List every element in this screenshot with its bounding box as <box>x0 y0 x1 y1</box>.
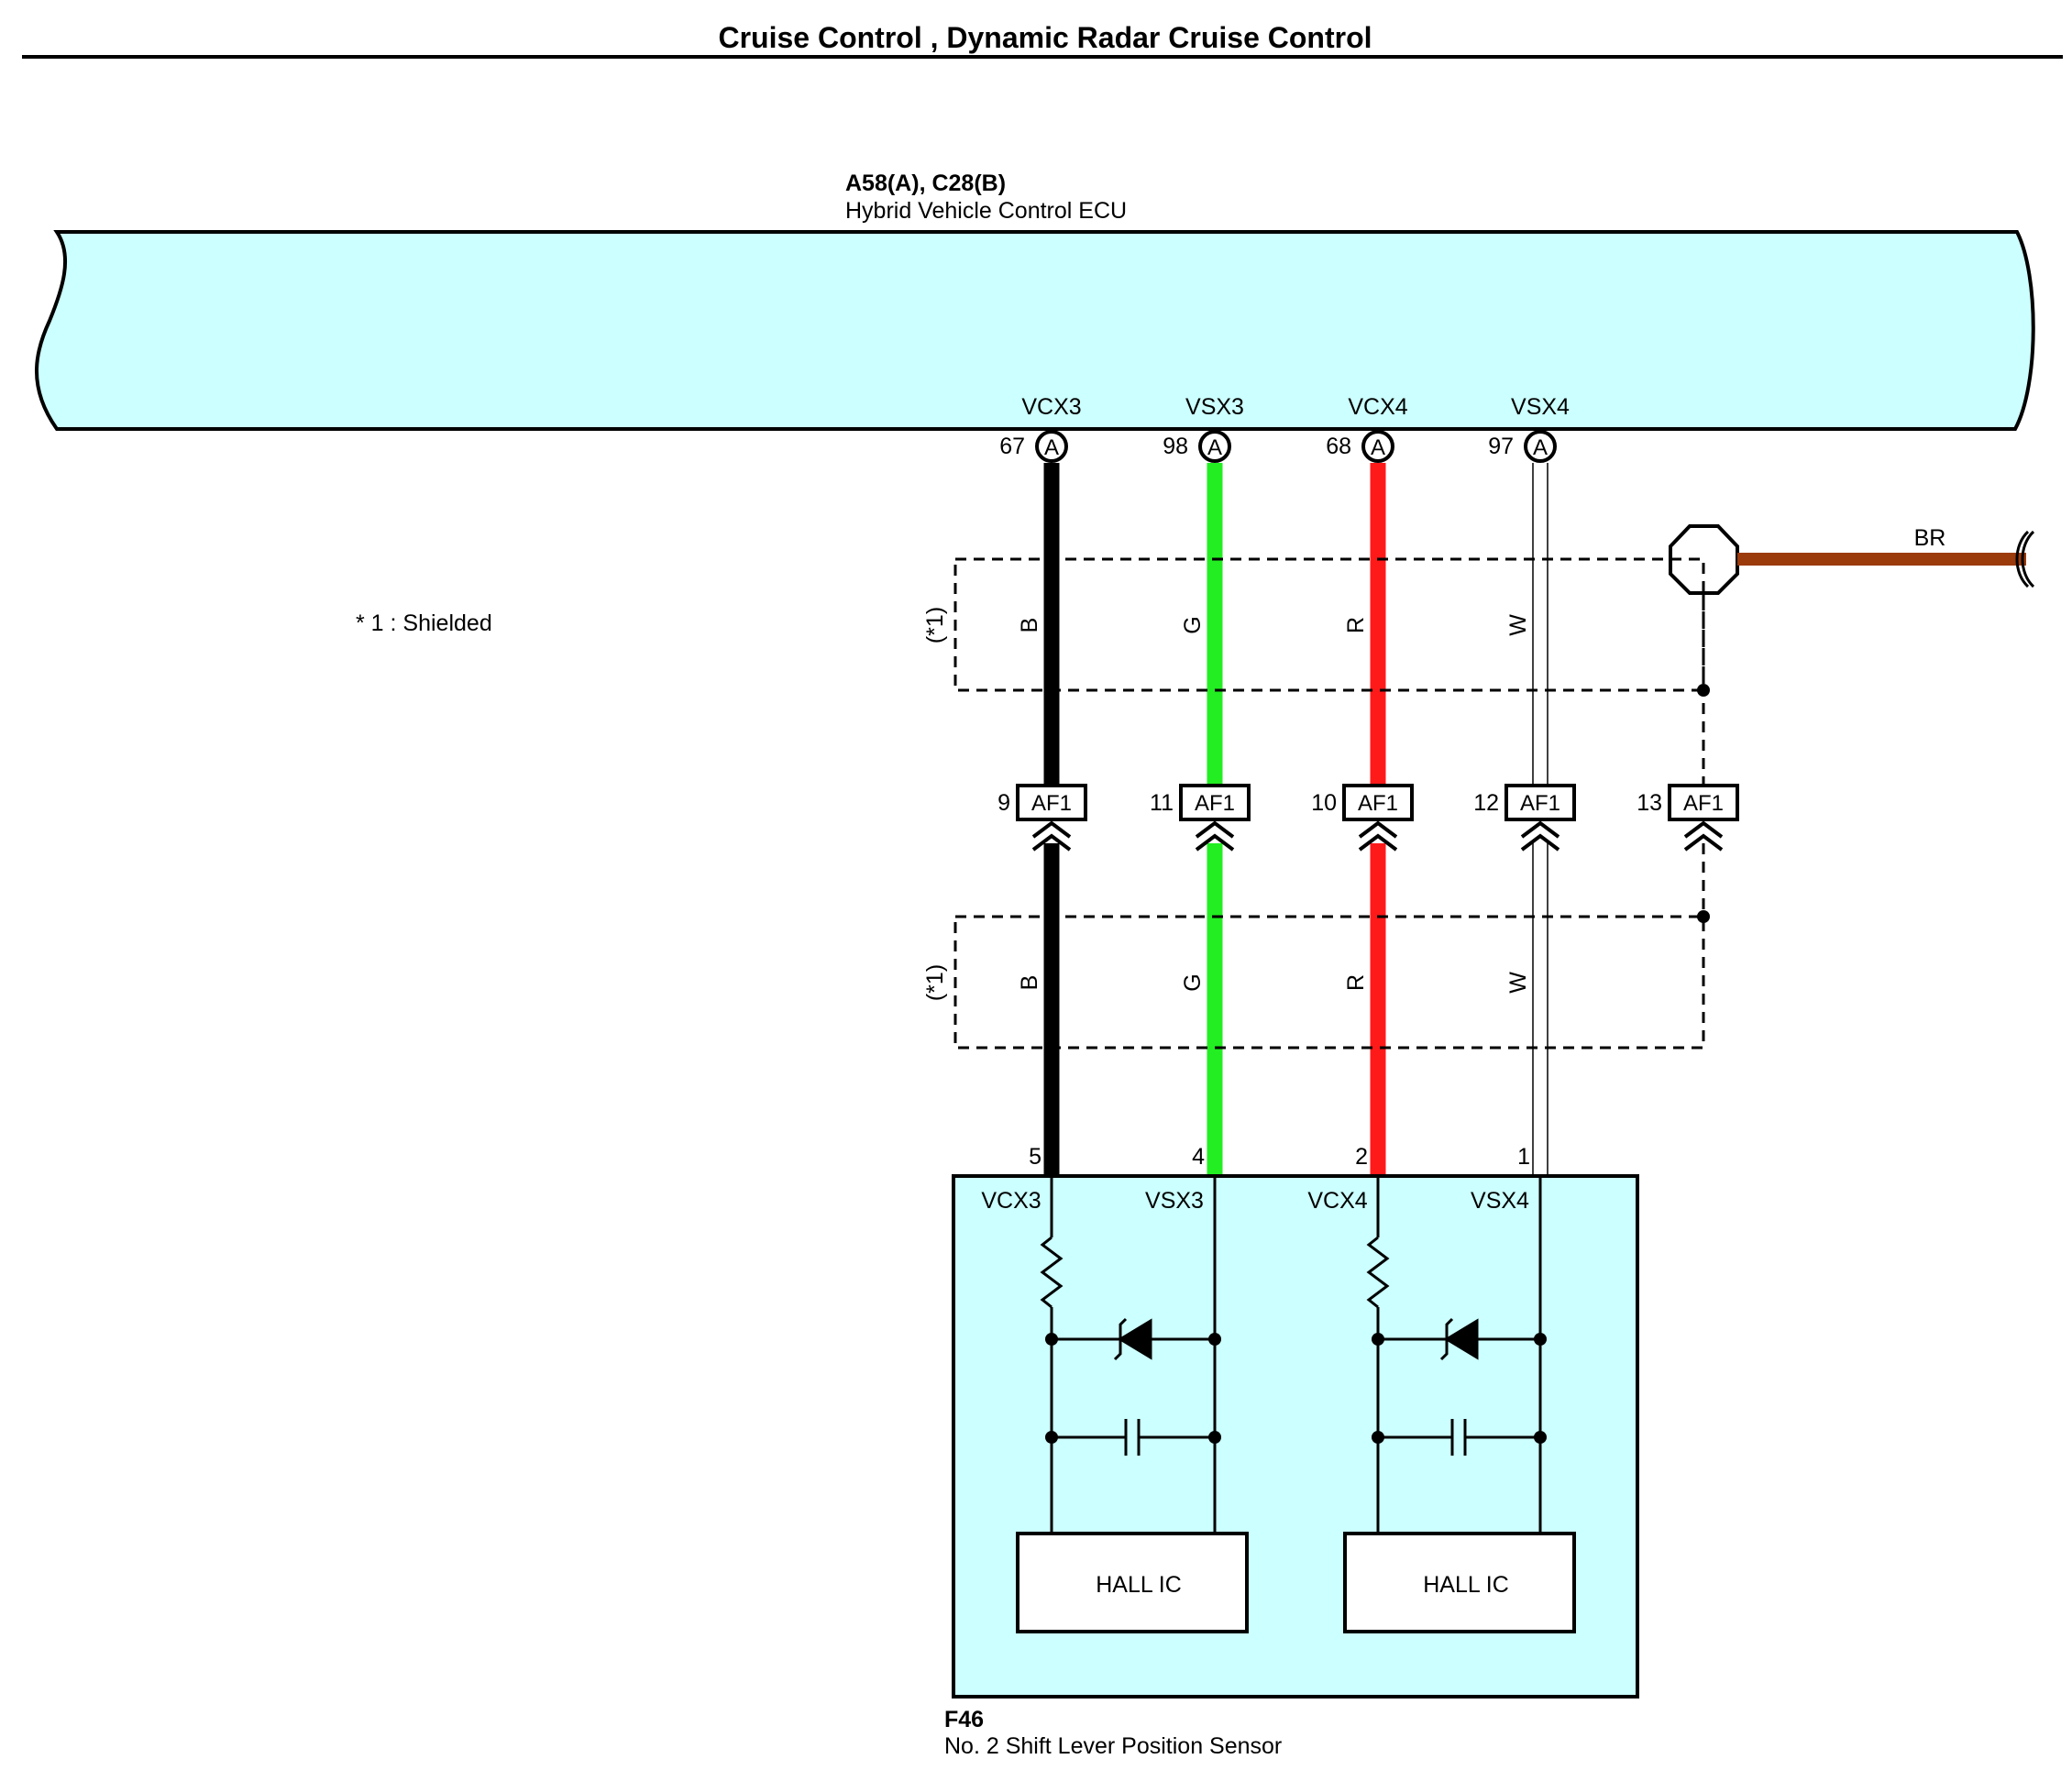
hall-ic-box-1 <box>1016 1532 1249 1633</box>
af1-pin: 13 <box>1637 790 1662 816</box>
zener-diode-icon <box>1118 1318 1152 1360</box>
resistor-icon <box>1366 1236 1390 1309</box>
af1-pin: 11 <box>1150 790 1174 816</box>
sensor-pin: 5 <box>1029 1144 1042 1170</box>
sensor-name: No. 2 Shift Lever Position Sensor <box>944 1733 1282 1759</box>
af1-label: AF1 <box>1683 791 1724 816</box>
ecu-terminal-conn: A <box>1533 435 1548 460</box>
shield-ground-octagon-icon <box>1669 524 1739 595</box>
ecu-terminal-pin: 67 <box>999 434 1025 459</box>
junction-dot <box>1372 1431 1384 1444</box>
br-wire-label: BR <box>1914 525 1946 551</box>
ecu-body <box>35 230 2035 431</box>
af1-connector-13: 13 AF1 <box>1637 784 1739 852</box>
double-chevron-icon <box>1358 820 1398 852</box>
wire-color-label: B <box>1017 975 1042 991</box>
hall-ic-label-2: HALL IC <box>1423 1572 1509 1598</box>
junction-dot <box>1208 1333 1221 1346</box>
hall-ic-label-1: HALL IC <box>1096 1572 1182 1598</box>
ecu-terminal-signal: VCX4 <box>1348 394 1407 420</box>
af1-pin: 12 <box>1473 790 1499 816</box>
sensor-pin: 1 <box>1517 1144 1530 1170</box>
ecu-terminal-pin: 98 <box>1163 434 1188 459</box>
sensor-terminal-label: VSX4 <box>1471 1188 1529 1214</box>
junction-dot <box>1697 910 1710 923</box>
wire-w <box>1532 463 1548 1176</box>
wire-break-icon <box>2015 530 2035 588</box>
junction-dot <box>1045 1431 1058 1444</box>
resistor-icon <box>1040 1236 1064 1309</box>
sensor-pin: 2 <box>1355 1144 1368 1170</box>
sensor-terminal-label: VCX4 <box>1307 1188 1367 1214</box>
zener-diode-bar <box>1113 1317 1128 1361</box>
page-title: Cruise Control , Dynamic Radar Cruise Co… <box>718 21 1372 54</box>
af1-box <box>1016 784 1087 821</box>
shield-marker-upper: (*1) <box>922 607 948 643</box>
wire-color-label: R <box>1343 617 1369 633</box>
af1-label: AF1 <box>1358 791 1398 816</box>
ecu-terminal-signal: VCX3 <box>1021 394 1081 420</box>
wire-color-label: G <box>1180 973 1206 991</box>
zener-diode-bar <box>1439 1317 1454 1361</box>
ecu-terminal-signal: VSX3 <box>1185 394 1244 420</box>
sensor-circuit-2 <box>1366 1176 1542 1534</box>
af1-box <box>1668 784 1739 821</box>
double-chevron-icon <box>1195 820 1235 852</box>
af1-pin: 9 <box>997 790 1010 816</box>
wire-color-label: R <box>1343 974 1369 991</box>
junction-dot <box>1534 1333 1547 1346</box>
af1-box <box>1342 784 1414 821</box>
junction-dot <box>1372 1333 1384 1346</box>
zener-diode-icon <box>1444 1318 1479 1360</box>
wire-color-label: G <box>1180 616 1206 633</box>
af1-label: AF1 <box>1031 791 1072 816</box>
ecu-connector-ref: A58(A), C28(B) <box>845 170 1006 196</box>
sensor-terminal-label: VSX3 <box>1145 1188 1204 1214</box>
af1-label: AF1 <box>1520 791 1560 816</box>
af1-connector-12: 12 AF1 <box>1473 784 1576 852</box>
af1-label: AF1 <box>1195 791 1235 816</box>
double-chevron-icon <box>1031 820 1072 852</box>
junction-dot <box>1534 1431 1547 1444</box>
shielded-note: * 1 : Shielded <box>356 610 492 636</box>
ecu-terminal-vcx4: VCX4 68 A <box>1326 394 1408 463</box>
ecu-terminal-pin: 97 <box>1488 434 1514 459</box>
connector-circle-icon <box>1361 430 1394 463</box>
af1-pin: 10 <box>1311 790 1337 816</box>
wire-color-label: W <box>1505 614 1531 636</box>
connector-circle-icon <box>1035 430 1068 463</box>
hall-ic-box-2 <box>1343 1532 1576 1633</box>
shield-box-upper <box>953 557 1705 692</box>
junction-dot <box>1045 1333 1058 1346</box>
ecu-name: Hybrid Vehicle Control ECU <box>845 198 1127 224</box>
shield-box-lower <box>953 915 1705 1050</box>
shield-marker-lower: (*1) <box>922 964 948 1001</box>
ecu-terminal-conn: A <box>1371 435 1385 460</box>
sensor-pin: 4 <box>1192 1144 1205 1170</box>
ecu-terminal-conn: A <box>1207 435 1222 460</box>
af1-connector-11: 11 AF1 <box>1150 784 1251 852</box>
ecu-terminal-pin: 68 <box>1326 434 1351 459</box>
af1-box <box>1179 784 1251 821</box>
junction-dot <box>1208 1431 1221 1444</box>
sensor-connector-ref: F46 <box>944 1707 984 1732</box>
ecu-terminal-vsx4: VSX4 97 A <box>1488 394 1570 463</box>
ecu-terminal-signal: VSX4 <box>1511 394 1570 420</box>
connector-circle-icon <box>1198 430 1231 463</box>
ecu-terminal-vsx3: VSX3 98 A <box>1163 394 1244 463</box>
double-chevron-icon <box>1520 820 1560 852</box>
junction-dot <box>1697 684 1710 697</box>
wire-color-label: W <box>1505 972 1531 994</box>
ecu-terminal-vcx3: VCX3 67 A <box>999 394 1082 463</box>
af1-connector-9: 9 AF1 <box>997 784 1087 852</box>
af1-box <box>1504 784 1576 821</box>
double-chevron-icon <box>1683 820 1724 852</box>
wire-color-label: B <box>1017 618 1042 633</box>
connector-circle-icon <box>1524 430 1557 463</box>
sensor-terminal-label: VCX3 <box>981 1188 1041 1214</box>
af1-connector-10: 10 AF1 <box>1311 784 1414 852</box>
ecu-terminal-conn: A <box>1044 435 1059 460</box>
